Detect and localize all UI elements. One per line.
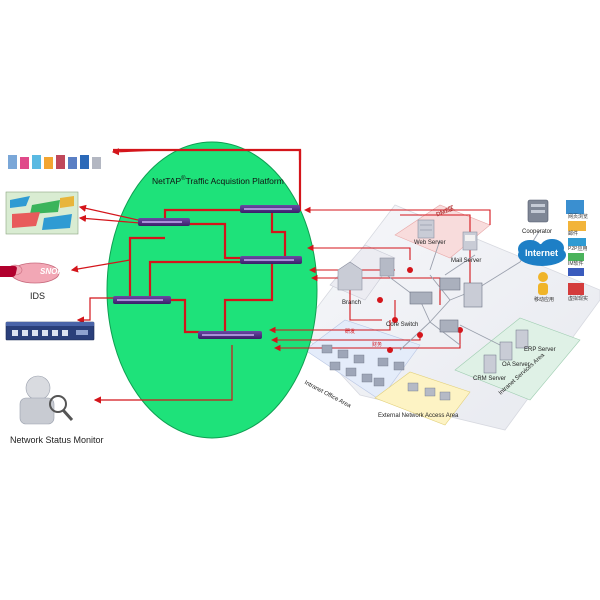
app-label-vr: 虚拟现实 [568,296,589,302]
ids-label: IDS [30,291,46,301]
cooperator-label: Cooperator [522,229,553,235]
app-label-web: 网页浏览 [568,214,589,220]
registered-mark: ® [181,176,186,182]
rnd-tag: 研发 [345,329,356,335]
app-analysis-icons [8,155,101,169]
office-workstations [321,344,405,387]
tap-device-4 [113,296,171,304]
web-server-label: Web Server [414,240,446,246]
tap-device-5 [198,331,262,339]
tap-device-2 [240,205,300,213]
services-servers [483,329,529,374]
snort-pig-logo [0,262,60,284]
core-switch-icon [409,277,483,333]
mobile-user-icon [538,272,548,295]
core-switch-label: Core Switch [386,322,419,328]
mail-server-icon [462,231,478,251]
traffic-analysis-screen [5,191,79,235]
platform-title: NetTAP®Traffic Acquistion Platform [152,176,284,185]
finance-tag: 财务 [372,342,383,348]
platform-title-prefix: NetTAP [152,175,182,186]
internet-label: Internet [525,248,559,258]
nettap-platform-ellipse [106,141,318,439]
internet-cloud [518,239,566,266]
erp-server-label: ERP Server [524,347,556,353]
snort-logo-text: SNORT [40,267,68,276]
app-label-mail: 邮件 [568,231,579,237]
app-label-mobile: 移动应用 [534,297,555,303]
app-icons-right [566,200,586,295]
cooperator-icon [527,199,549,223]
tap-device-3 [240,256,302,264]
network-status-monitor-label: Network Status Monitor [10,435,104,445]
monitor-figure [19,375,74,425]
mail-server-label: Mail Server [451,258,482,264]
crm-server-label: CRM Server [473,376,507,382]
external-access-devices [407,382,451,401]
branch-label: Branch [342,300,362,306]
intranet-services-zone [454,317,581,401]
tap-device-1 [138,218,190,226]
capture-links [268,206,491,352]
app-label-im: IM软件 [568,261,584,267]
web-server-icon [417,219,435,239]
external-access-label: External Network Access Area [378,413,459,419]
rack-appliance [5,321,95,341]
internal-links [113,148,302,334]
branch-building-icon [337,257,395,291]
platform-title-suffix: Traffic Acquistion Platform [185,175,284,186]
external-access-zone [374,371,471,426]
oa-server-label: OA Server [502,362,530,368]
app-label-p2p: P2P应用 [568,246,588,252]
network-links [379,229,541,351]
